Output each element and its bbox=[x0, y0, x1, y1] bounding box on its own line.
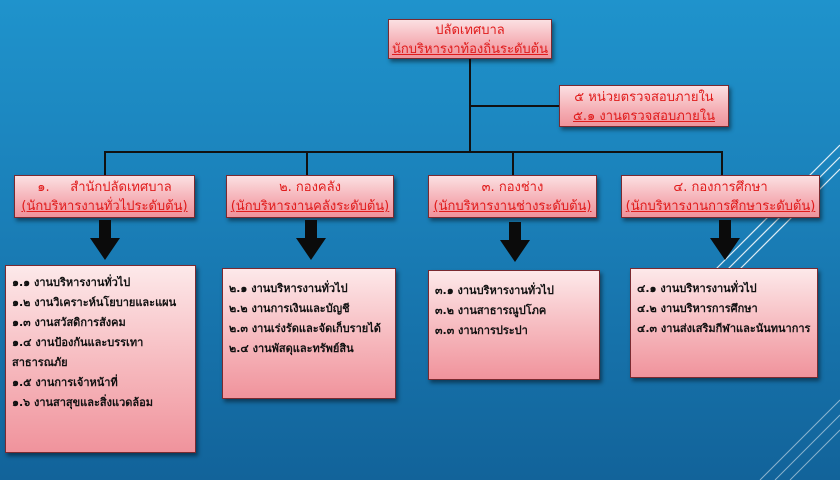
task-item: ๔.๑ งานบริหารงานทั่วไป bbox=[637, 282, 757, 295]
task-item: ๑.๒ งานวิเคราะห์นโยบายและแผน bbox=[12, 296, 177, 309]
task-item: ๓.๒ งานสาธารณูปโภค bbox=[435, 304, 547, 317]
task-item: ๑.๕ งานการเจ้าหน้าที่ bbox=[12, 376, 118, 389]
connector-division-4 bbox=[721, 151, 723, 175]
down-arrow-icon bbox=[90, 220, 120, 260]
chief-title: ปลัดเทศบาล bbox=[435, 23, 505, 38]
down-arrow-icon bbox=[500, 222, 530, 262]
audit-title: ๕ หน่วยตรวจสอบภายใน bbox=[574, 90, 714, 105]
task-item: ๔.๓ งานส่งเสริมกีฬาและนันทนาการ bbox=[637, 322, 811, 335]
connector-division-1 bbox=[104, 151, 106, 175]
task-item: ๓.๑ งานบริหารงานทั่วไป bbox=[435, 284, 554, 297]
division-box-2: ๒. กองคลัง (นักบริหารงานคลังระดับต้น) bbox=[226, 175, 394, 218]
division-subtitle: (นักบริหารงานการศึกษาระดับต้น) bbox=[625, 199, 816, 214]
chief-administrator-box: ปลัดเทศบาล นักบริหารงาท้องถิ่นระดับต้น bbox=[388, 19, 552, 59]
chief-subtitle: นักบริหารงาท้องถิ่นระดับต้น bbox=[392, 42, 548, 57]
division-title: ๓. กองช่าง bbox=[481, 180, 544, 195]
division-title: ๑. สำนักปลัดเทศบาล bbox=[37, 180, 172, 195]
division-title: ๒. กองคลัง bbox=[279, 180, 341, 195]
task-item: ๒.๑ งานบริหารงานทั่วไป bbox=[229, 282, 348, 295]
internal-audit-box: ๕ หน่วยตรวจสอบภายใน ๕.๑ งานตรวจสอบภายใน bbox=[559, 85, 729, 127]
task-list-1: ๑.๑ งานบริหารงานทั่วไป ๑.๒ งานวิเคราะห์น… bbox=[5, 265, 196, 453]
division-subtitle: (นักบริหารงานคลังระดับต้น) bbox=[230, 199, 390, 214]
task-item: ๓.๓ งานการประปา bbox=[435, 324, 528, 337]
division-box-1: ๑. สำนักปลัดเทศบาล (นักบริหารงานทั่วไประ… bbox=[14, 175, 195, 218]
task-list-3: ๓.๑ งานบริหารงานทั่วไป ๓.๒ งานสาธารณูปโภ… bbox=[428, 270, 600, 380]
task-item: ๔.๒ งานบริหารการศึกษา bbox=[637, 302, 758, 315]
task-item: ๒.๒ งานการเงินและบัญชี bbox=[229, 302, 350, 315]
connector-division-3 bbox=[512, 151, 514, 175]
task-list-4: ๔.๑ งานบริหารงานทั่วไป ๔.๒ งานบริหารการศ… bbox=[630, 268, 818, 378]
task-item: ๑.๖ งานสาสุขและสิ่งแวดล้อม bbox=[12, 396, 153, 409]
task-item: ๒.๔ งานพัสดุและทรัพย์สิน bbox=[229, 342, 354, 355]
division-box-3: ๓. กองช่าง (นักบริหารงานช่างระดับต้น) bbox=[428, 175, 597, 218]
task-item: ๒.๓ งานเร่งรัดและจัดเก็บรายได้ bbox=[229, 322, 381, 335]
connector-division-2 bbox=[306, 151, 308, 175]
connector-audit-horizontal bbox=[469, 105, 559, 107]
down-arrow-icon bbox=[296, 220, 326, 260]
task-list-2: ๒.๑ งานบริหารงานทั่วไป ๒.๒ งานการเงินและ… bbox=[222, 268, 396, 399]
task-item: ๑.๑ งานบริหารงานทั่วไป bbox=[12, 276, 131, 289]
division-title: ๔. กองการศึกษา bbox=[673, 180, 768, 195]
connector-horizontal bbox=[104, 151, 721, 153]
task-item: ๑.๓ งานสวัสดิการสังคม bbox=[12, 316, 126, 329]
division-subtitle: (นักบริหารงานทั่วไประดับต้น) bbox=[21, 199, 188, 214]
audit-subtitle: ๕.๑ งานตรวจสอบภายใน bbox=[573, 109, 715, 124]
division-box-4: ๔. กองการศึกษา (นักบริหารงานการศึกษาระดั… bbox=[621, 175, 820, 218]
down-arrow-icon bbox=[710, 220, 740, 260]
task-item: ๑.๔ งานป้องกันและบรรเทาสาธารณภัย bbox=[12, 336, 144, 369]
division-subtitle: (นักบริหารงานช่างระดับต้น) bbox=[433, 199, 592, 214]
